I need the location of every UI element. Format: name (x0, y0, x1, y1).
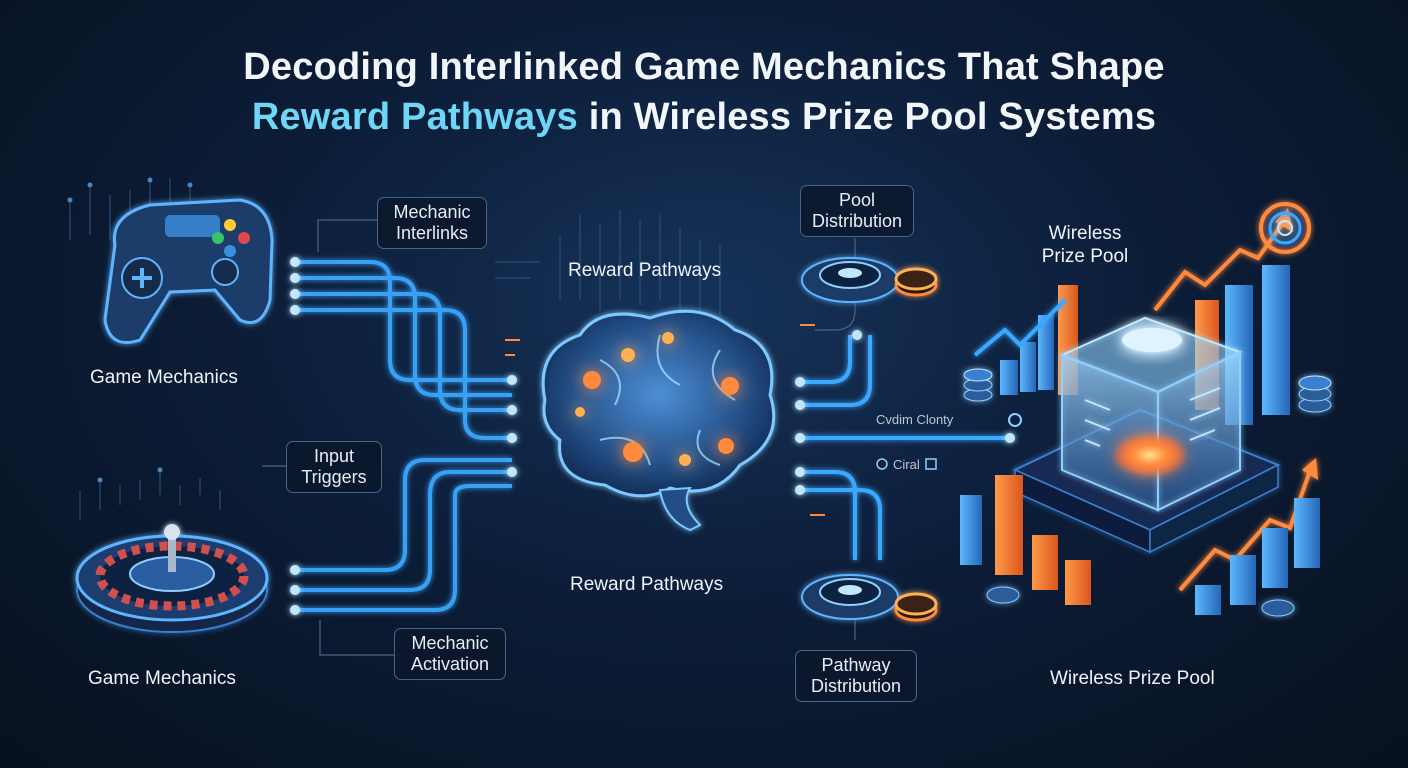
gamepad-icon (103, 198, 274, 344)
label-game-mechanics-top: Game Mechanics (90, 367, 238, 388)
box-mechanic-activation: Mechanic Activation (394, 628, 506, 680)
box-pool-distribution-line-2: Distribution (811, 211, 903, 231)
label-reward-pathways-bottom: Reward Pathways (570, 574, 724, 595)
box-mechanic-interlinks-line-2: Interlinks (395, 223, 469, 243)
line-endpoints-right (795, 330, 1015, 495)
box-pathway-distribution: Pathway Distribution (795, 650, 917, 702)
prize-pool-cube (1059, 316, 1243, 512)
box-pool-distribution-line-1: Pool (838, 190, 876, 210)
pool-distribution-disc-icon (801, 257, 938, 303)
title-line-2-rest: in Wireless Prize Pool Systems (577, 96, 1157, 138)
box-mechanic-interlinks-line-1: Mechanic (393, 202, 471, 222)
box-pool-distribution: Pool Distribution (800, 185, 914, 237)
box-input-triggers-line-1: Input (313, 446, 355, 466)
readout-2: Ciral (893, 457, 920, 472)
label-wireless-prize-pool-bottom: Wireless Prize Pool (1050, 668, 1215, 689)
title-line-2: Reward Pathways in Wireless Prize Pool S… (0, 92, 1408, 142)
label-reward-pathways-top: Reward Pathways (568, 260, 722, 281)
trend-arrows (973, 218, 1314, 592)
box-input-triggers-line-2: Triggers (301, 467, 367, 487)
readout-1: Cvdim Clonty (876, 412, 954, 427)
circuit-decoration-left (69, 178, 221, 520)
brain-icon (541, 309, 776, 532)
label-wireless-prize-pool-top: Wireless Prize Pool (1040, 222, 1130, 268)
page-title: Decoding Interlinked Game Mechanics That… (0, 42, 1408, 142)
pathway-distribution-disc-icon (801, 574, 938, 622)
circuit-decoration-center (495, 210, 721, 320)
box-mechanic-interlinks: Mechanic Interlinks (377, 197, 487, 249)
target-ring-icon (1259, 202, 1311, 254)
prize-pool-bars-front (960, 475, 1320, 615)
box-mechanic-activation-line-1: Mechanic (411, 633, 489, 653)
label-game-mechanics-bottom: Game Mechanics (88, 668, 236, 689)
line-endpoints-left (290, 257, 517, 615)
coin-stack-icons (963, 368, 1332, 617)
roulette-wheel-icon (75, 524, 269, 633)
brain-hotspots (575, 332, 739, 466)
label-wireless-prize-pool-top-line-1: Wireless (1048, 223, 1122, 244)
title-line-1: Decoding Interlinked Game Mechanics That… (243, 46, 1165, 88)
label-wireless-prize-pool-top-line-2: Prize Pool (1041, 246, 1129, 267)
mini-accent-marks (505, 324, 825, 516)
output-connection-lines (800, 335, 1010, 560)
box-input-triggers: Input Triggers (286, 441, 382, 493)
readout-markers (876, 413, 1022, 470)
circuit-dots-left (67, 177, 193, 483)
title-highlight: Reward Pathways (251, 96, 578, 138)
box-pathway-distribution-line-2: Distribution (810, 676, 902, 696)
box-mechanic-activation-line-2: Activation (410, 654, 490, 674)
box-pathway-distribution-line-1: Pathway (821, 655, 891, 675)
input-connection-lines (295, 260, 512, 612)
